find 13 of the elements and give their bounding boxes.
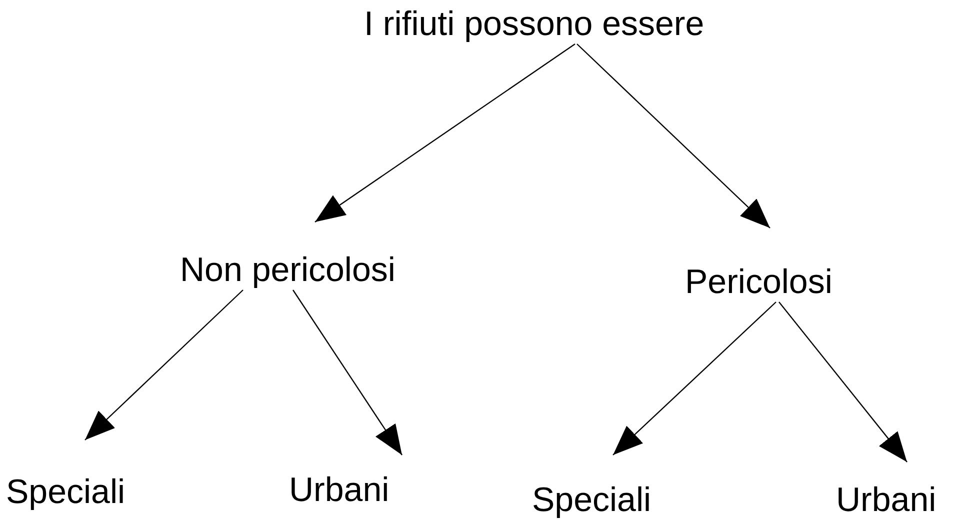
arrow [778, 302, 908, 462]
arrow [292, 290, 402, 456]
node-label: Non pericolosi [180, 250, 396, 290]
node-label: Urbani [289, 470, 390, 510]
arrow [612, 302, 776, 456]
arrow [314, 44, 576, 222]
node-label: Speciali [532, 480, 652, 520]
node-label: I rifiuti possono essere [364, 4, 704, 44]
node-label: Urbani [836, 480, 936, 520]
arrow [576, 44, 770, 228]
node-label: Speciali [6, 472, 126, 512]
node-label: Pericolosi [685, 262, 832, 302]
arrow [84, 290, 244, 440]
